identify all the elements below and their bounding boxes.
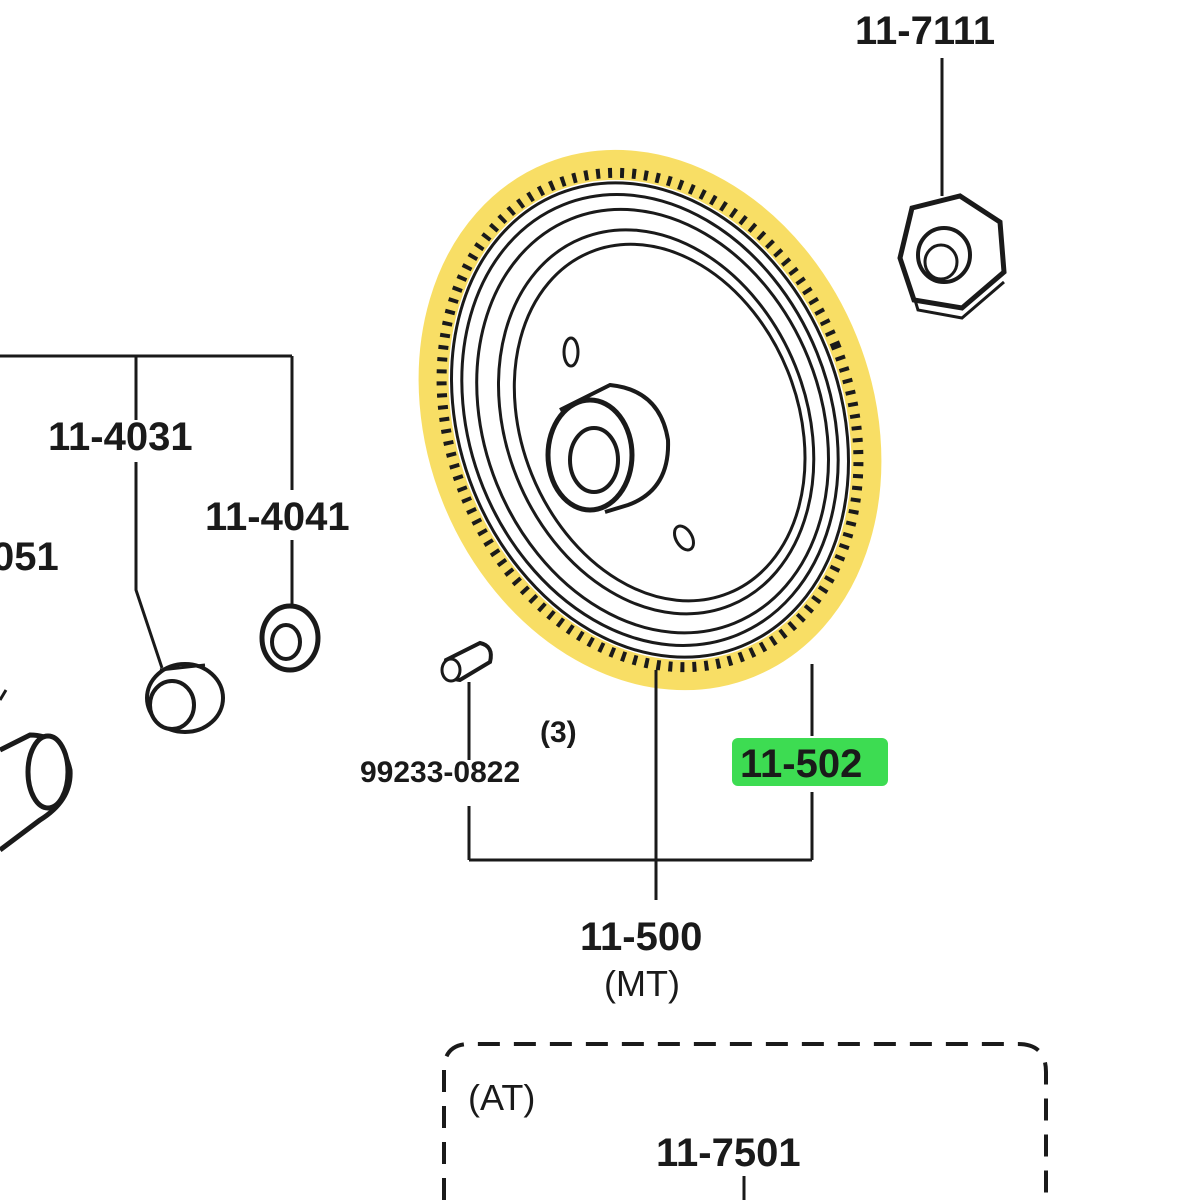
at-group-box (442, 1042, 1048, 1200)
label-11-4031: 11-4031 (48, 415, 193, 459)
bushing-icon[interactable] (145, 662, 225, 734)
dowel-pin-icon[interactable] (440, 640, 493, 683)
label-11-500[interactable]: 11-500 (580, 915, 702, 959)
label-99233-0822[interactable]: 99233-0822 (360, 756, 520, 789)
label-11-4041-group[interactable]: 11-4041 (205, 495, 350, 539)
bracket-left-group (0, 354, 294, 490)
label-11-502[interactable]: 11-502 (740, 742, 862, 786)
label-11-7111[interactable]: 11-7111 (855, 9, 995, 53)
washer-icon[interactable] (259, 603, 321, 673)
gear-hub-icon (545, 336, 695, 552)
label-051-partial: 051 (0, 535, 59, 579)
label-11-4031-group[interactable]: 11-4031 (48, 415, 193, 459)
hex-nut-icon[interactable] (897, 193, 1007, 320)
label-11-500-mt: (MT) (604, 963, 680, 1004)
leader-11-4031 (134, 462, 164, 669)
label-11-7501[interactable]: 11-7501 (656, 1131, 801, 1175)
label-99233-qty: (3) (540, 716, 577, 749)
label-11-4041: 11-4041 (205, 495, 350, 539)
shaft-partial-icon (0, 689, 73, 852)
bracket-11-500 (469, 670, 812, 900)
label-11-502-highlight (732, 738, 888, 786)
at-box-title: (AT) (468, 1077, 535, 1118)
